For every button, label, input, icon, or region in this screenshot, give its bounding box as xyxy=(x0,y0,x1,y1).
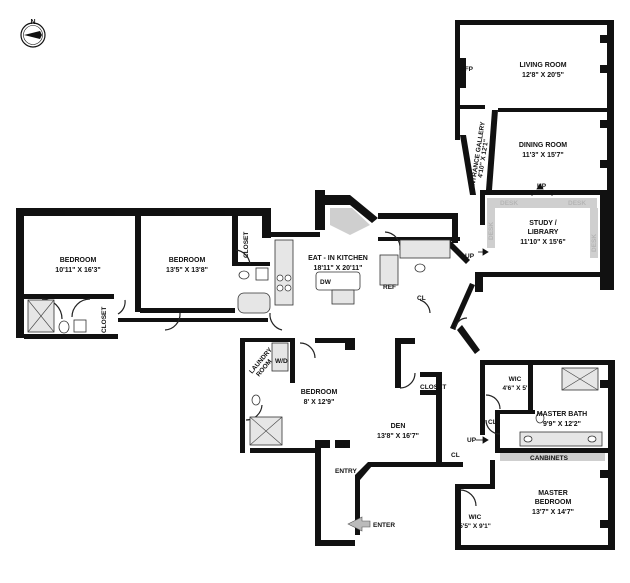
desk-side-right-label: DESK xyxy=(591,234,598,252)
ref-label: REF xyxy=(383,284,396,291)
study-name-line1: STUDY / xyxy=(529,220,557,227)
desk-right-label: DESK xyxy=(568,200,586,207)
canbinets-label: CANBINETS xyxy=(530,455,569,462)
closet-den-label: CLOSET xyxy=(420,384,446,391)
master-bedroom-dims: 13'7" X 14'7" xyxy=(532,509,574,516)
closet-bed2-label: CLOSET xyxy=(243,232,250,258)
master-bedroom-name-line2: BEDROOM xyxy=(535,499,572,506)
master-bath-name: MASTER BATH xyxy=(537,411,587,418)
windows xyxy=(40,21,595,549)
up-study-label: UP xyxy=(537,183,547,190)
cl-hall-label: CL xyxy=(451,452,460,459)
bedroom-2-name: BEDROOM xyxy=(169,257,206,264)
north-arrow-compass-icon: N xyxy=(20,19,46,48)
enter-arrow-icon xyxy=(347,516,371,532)
study-name-line2: LIBRARY xyxy=(528,229,559,236)
master-bedroom-name: MASTER xyxy=(538,490,568,497)
study-dims: 11'10" X 15'6" xyxy=(520,239,565,246)
bedroom-1-dims: 10'11" X 16'3" xyxy=(55,267,100,274)
up-gallery-label: UP xyxy=(465,253,475,260)
den-name: DEN xyxy=(391,423,406,430)
bedroom-3-name: BEDROOM xyxy=(301,389,338,396)
cl-kitchen-label: CL xyxy=(417,295,426,302)
living-room-name: LIVING ROOM xyxy=(519,62,566,69)
dining-room-dims: 11'3" X 15'7" xyxy=(522,152,564,159)
kitchen-dims: 18'11" X 20'11" xyxy=(314,265,363,272)
closet-bed1-label: CLOSET xyxy=(101,307,108,333)
dining-room-name: DINING ROOM xyxy=(519,142,567,149)
desk-left-label: DESK xyxy=(500,200,518,207)
den-dims: 13'8" X 16'7" xyxy=(377,433,419,440)
bedroom-3-dims: 8' X 12'9" xyxy=(304,399,335,406)
wd-label: W/D xyxy=(275,358,288,365)
bedroom-1-name: BEDROOM xyxy=(60,257,97,264)
wic-upper-dims: 4'6" X 5' xyxy=(503,385,528,392)
cl-bed3-label: CL xyxy=(338,443,347,450)
living-room-dims: 12'8" X 20'5" xyxy=(522,72,564,79)
fixtures xyxy=(27,58,605,461)
dfp-label: DFP xyxy=(460,66,474,73)
master-bath-dims: 9'9" X 12'2" xyxy=(543,421,581,428)
enter-label: ENTER xyxy=(373,522,395,529)
step-markers xyxy=(476,183,553,444)
dw-label: DW xyxy=(320,279,332,286)
wic-lower-name: WIC xyxy=(469,514,482,521)
wic-lower-dims: 5'5" X 9'1" xyxy=(459,523,491,530)
desk-side-left-label: DESK xyxy=(488,222,495,240)
bedroom-2-dims: 13'5" X 13'8" xyxy=(166,267,208,274)
entry-label: ENTRY xyxy=(335,468,357,475)
kitchen-name: EAT - IN KITCHEN xyxy=(308,255,368,262)
compass-letter: N xyxy=(30,19,35,26)
up-master-label: UP xyxy=(467,437,477,444)
walls xyxy=(16,20,615,550)
cl-master-label: CL xyxy=(488,419,497,426)
wic-upper-name: WIC xyxy=(509,376,522,383)
door-swings xyxy=(41,231,501,507)
